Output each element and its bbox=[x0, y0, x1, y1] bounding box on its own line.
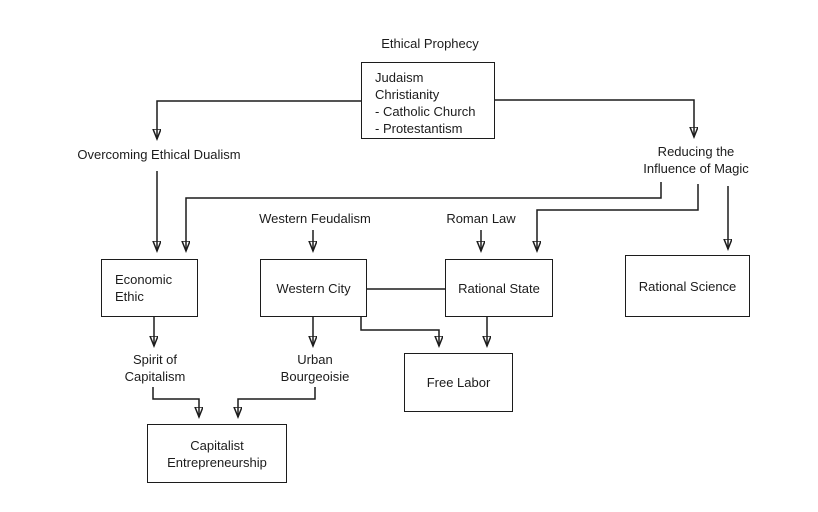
edge-religions-to-reducing bbox=[495, 99, 694, 137]
label-roman-law: Roman Law bbox=[446, 211, 516, 226]
edge-spirit-to-capitalist bbox=[152, 387, 199, 417]
box-economic-ethic: Economic Ethic bbox=[101, 259, 198, 317]
box-rational-state: Rational State bbox=[445, 259, 553, 317]
label-ethical-prophecy: Ethical Prophecy bbox=[381, 36, 479, 51]
box-free-labor: Free Labor bbox=[404, 353, 513, 412]
label-overcoming-ethical-dualism: Overcoming Ethical Dualism bbox=[77, 147, 241, 162]
box-capitalist-entrepreneurship: Capitalist Entrepreneurship bbox=[147, 424, 287, 483]
box-judaism-christianity: Judaism Christianity - Catholic Church -… bbox=[361, 62, 495, 139]
box-western-city: Western City bbox=[260, 259, 367, 317]
box-rational-science: Rational Science bbox=[625, 255, 750, 317]
label-urban-bourgeoisie: Urban Bourgeoisie bbox=[280, 352, 350, 384]
edge-religions-to-overcoming bbox=[157, 100, 361, 139]
label-reducing-influence-of-magic: Reducing the Influence of Magic bbox=[643, 144, 749, 176]
edge-urban-to-capitalist bbox=[238, 387, 316, 417]
label-spirit-of-capitalism: Spirit of Capitalism bbox=[124, 352, 186, 384]
edge-reducing-to-rational-state bbox=[537, 184, 699, 251]
edge-western-city-to-free-labor bbox=[360, 317, 439, 346]
edge-reducing-to-economic-ethic bbox=[186, 182, 662, 251]
label-western-feudalism: Western Feudalism bbox=[259, 211, 371, 226]
